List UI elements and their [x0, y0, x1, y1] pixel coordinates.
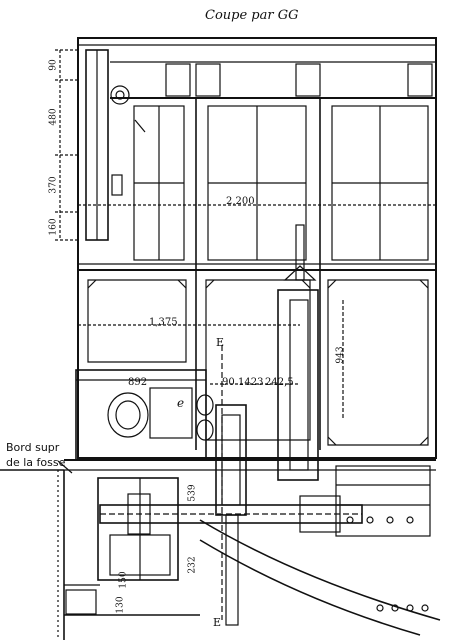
drive-shaft — [99, 493, 363, 535]
dim-1375: 1,375 — [149, 317, 178, 328]
dim-130: 130 — [115, 596, 126, 614]
dim-232: 232 — [187, 556, 198, 574]
dim-90-horizontal: 90 — [222, 377, 235, 388]
side-label-line-2: de la fosse — [6, 456, 66, 469]
dim-370: 370 — [48, 176, 59, 194]
chassis-frame — [64, 459, 436, 537]
side-label-line-1: Bord supr — [6, 441, 60, 454]
left-dim-line — [55, 49, 80, 241]
pit-wall — [0, 469, 100, 640]
dim-2200: 2,200 — [226, 196, 255, 207]
upper-windows — [133, 105, 429, 261]
dim-943: 943 — [335, 346, 346, 364]
car-body — [77, 37, 437, 459]
section-letter-top: E — [216, 336, 225, 349]
dim-1423: 1423 — [238, 377, 264, 388]
dim-480: 480 — [48, 108, 59, 126]
door-mechanism — [85, 49, 146, 241]
dim-150: 150 — [118, 571, 129, 589]
part-letter: e — [177, 396, 185, 410]
wheel-assembly — [97, 477, 179, 581]
curved-arm — [199, 514, 441, 636]
ground-line — [64, 604, 429, 616]
dim-539: 539 — [187, 484, 198, 502]
dim-2425: 242,5 — [265, 377, 294, 388]
horizontal-dims — [78, 204, 436, 385]
dim-160: 160 — [48, 218, 59, 236]
side-label-leader — [57, 460, 73, 474]
drawing-title: Coupe par GG — [205, 8, 299, 23]
car-roof — [78, 37, 436, 99]
section-letter-bottom: E — [213, 616, 222, 629]
dim-892: 892 — [128, 377, 148, 388]
dim-90-vertical: 90 — [48, 59, 59, 71]
